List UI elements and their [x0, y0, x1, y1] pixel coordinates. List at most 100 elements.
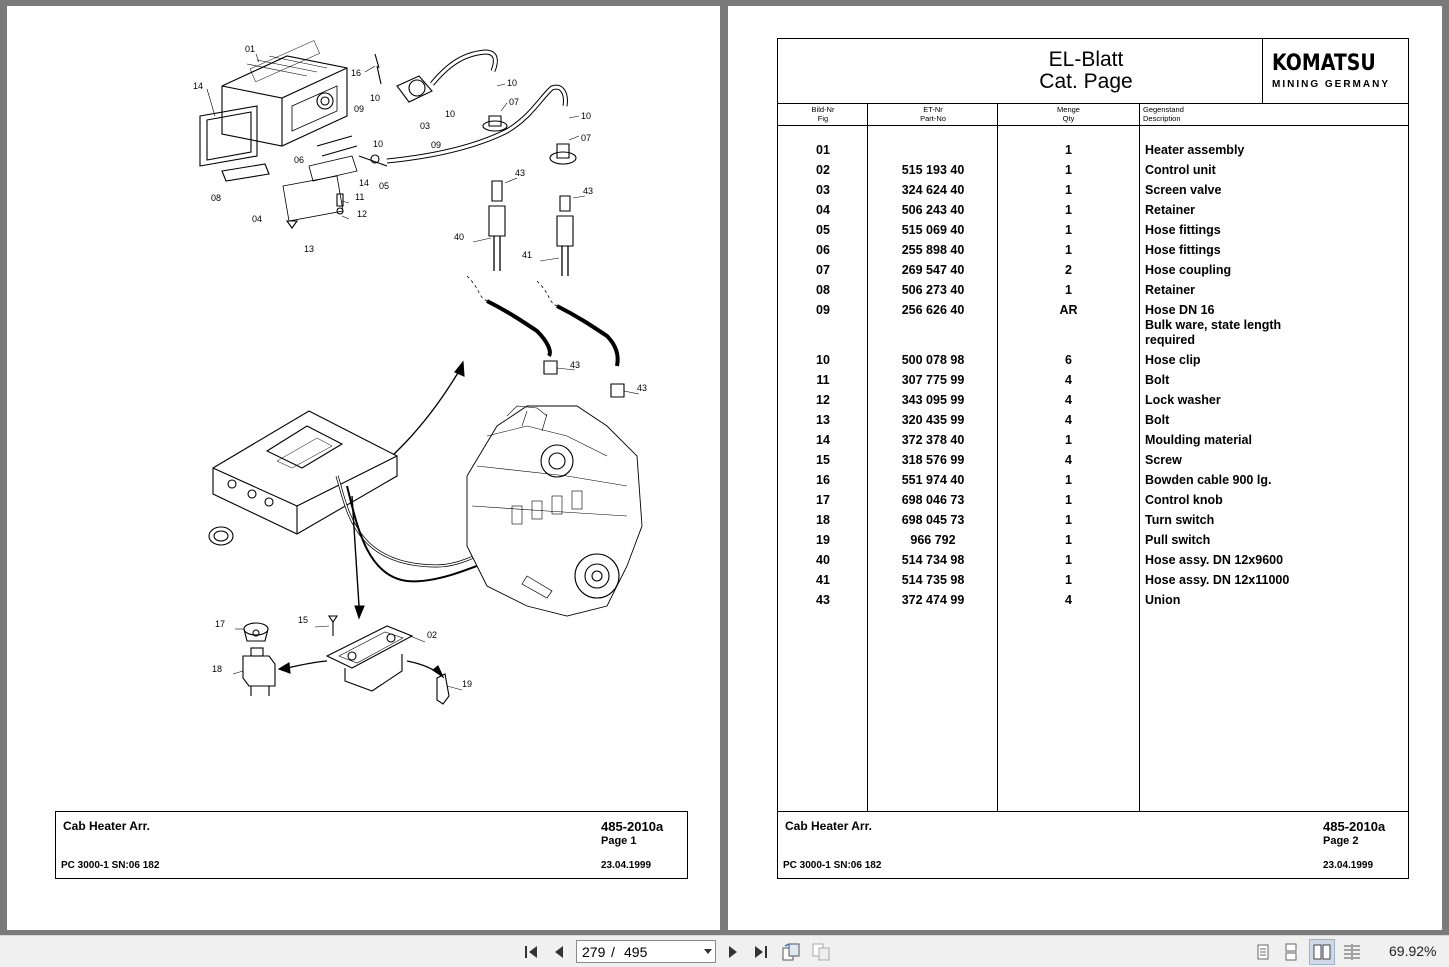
cell-description: Retainer — [1145, 203, 1335, 218]
cell-part-no: 318 576 99 — [901, 453, 965, 467]
callout: 06 — [294, 155, 304, 165]
chevron-down-icon[interactable] — [704, 949, 712, 954]
cell-fig: 40 — [816, 553, 830, 567]
callout: 41 — [522, 250, 532, 260]
cell-qty: 1 — [1065, 513, 1072, 527]
cell-qty: 1 — [1065, 223, 1072, 237]
cell-part-no: 307 775 99 — [901, 373, 965, 387]
title-block: Cab Heater Arr. 485-2010a Page 2 PC 3000… — [777, 811, 1409, 879]
callout: 08 — [211, 193, 221, 203]
cell-qty: 1 — [1065, 433, 1072, 447]
callout: 07 — [581, 133, 591, 143]
document-number: 485-2010a — [1323, 819, 1386, 834]
column-header-de: Menge — [1057, 105, 1080, 114]
description-line: Retainer — [1145, 283, 1196, 297]
cell-part-no: 698 045 73 — [901, 513, 965, 527]
page-number-input[interactable]: 279 / 495 — [576, 940, 716, 963]
cell-part-no: 320 435 99 — [901, 413, 965, 427]
description-line: Bulk ware, state length — [1145, 318, 1282, 332]
cell-qty: 1 — [1065, 243, 1072, 257]
two-page-continuous-view-icon — [1344, 944, 1360, 960]
column-header-en: Description — [1143, 114, 1181, 123]
cell-description: Retainer — [1145, 283, 1335, 298]
parts-list-sheet: EL-Blatt Cat. Page KOMATSU MINING GERMAN… — [777, 38, 1409, 812]
description-line: Lock washer — [1145, 393, 1221, 407]
last-page-icon — [755, 946, 767, 958]
cell-description: Control unit — [1145, 163, 1335, 178]
document-number: 485-2010a — [601, 819, 664, 834]
description-line: Screen valve — [1145, 183, 1222, 197]
cell-description: Moulding material — [1145, 433, 1335, 448]
sheet-page-number: Page 2 — [1323, 835, 1359, 847]
cell-fig: 02 — [816, 163, 830, 177]
cell-description: Bowden cable 900 lg. — [1145, 473, 1335, 488]
sheet-header: EL-Blatt Cat. Page KOMATSU MINING GERMAN… — [778, 39, 1408, 104]
machine-model: PC 3000-1 SN:06 182 — [61, 860, 160, 871]
cell-description: Control knob — [1145, 493, 1335, 508]
two-page-continuous-view-button[interactable] — [1341, 941, 1363, 963]
description-line: Hose assy. DN 12x9600 — [1145, 553, 1284, 567]
cell-part-no: 500 078 98 — [901, 353, 965, 367]
previous-page-icon — [555, 946, 563, 958]
extract-button[interactable] — [810, 941, 832, 963]
cell-qty: 4 — [1065, 373, 1072, 387]
description-line: Screw — [1145, 453, 1182, 467]
cell-part-no: 372 474 99 — [901, 593, 965, 607]
callout: 43 — [570, 360, 580, 370]
cell-part-no: 515 193 40 — [901, 163, 965, 177]
cell-qty: 1 — [1065, 163, 1072, 177]
cell-qty: 4 — [1065, 393, 1072, 407]
rotate-button[interactable] — [780, 941, 802, 963]
zoom-level[interactable]: 69.92% — [1389, 943, 1437, 959]
two-page-view-button[interactable] — [1311, 941, 1333, 963]
column-header-de: ET-Nr — [923, 105, 943, 114]
single-page-view-icon — [1257, 944, 1269, 960]
callout: 10 — [373, 139, 383, 149]
cell-qty: 1 — [1065, 473, 1072, 487]
cell-part-no: 551 974 40 — [901, 473, 965, 487]
viewer-toolbar: 279 / 495 69.92% — [0, 935, 1449, 967]
cell-description: Hose fittings — [1145, 223, 1335, 238]
cell-fig: 13 — [816, 413, 830, 427]
description-line: Bolt — [1145, 373, 1170, 387]
continuous-view-button[interactable] — [1280, 941, 1302, 963]
sheet-title: EL-Blatt — [1048, 48, 1124, 71]
description-line: Hose clip — [1145, 353, 1201, 367]
single-page-view-button[interactable] — [1252, 941, 1274, 963]
cell-fig: 09 — [816, 303, 830, 317]
description-line: Union — [1145, 593, 1181, 607]
continuous-view-icon — [1285, 943, 1297, 961]
cell-part-no: 324 624 40 — [901, 183, 965, 197]
callout: 11 — [355, 192, 364, 202]
right-page: EL-Blatt Cat. Page KOMATSU MINING GERMAN… — [728, 6, 1442, 930]
callout: 10 — [581, 111, 591, 121]
previous-page-button[interactable] — [548, 941, 570, 963]
document-date: 23.04.1999 — [1323, 860, 1374, 871]
first-page-button[interactable] — [520, 941, 542, 963]
komatsu-logo: KOMATSU MINING GERMANY — [1262, 39, 1409, 103]
cell-part-no: 506 243 40 — [901, 203, 965, 217]
current-page: 279 — [582, 944, 606, 960]
column-header-fig: Bild-Nr Fig — [778, 105, 868, 123]
column-header-part-no: ET-Nr Part-No — [868, 105, 998, 123]
exploded-parts-drawing: 01 14 16 10 09 03 10 10 07 10 07 06 10 0… — [193, 40, 647, 705]
callout: 18 — [212, 664, 222, 674]
column-divider — [867, 103, 868, 811]
cell-qty: 4 — [1065, 593, 1072, 607]
next-page-button[interactable] — [722, 941, 744, 963]
cell-fig: 15 — [816, 453, 830, 467]
active-view-highlight — [1309, 939, 1335, 965]
callout-labels: 01 14 16 10 09 03 10 10 07 10 07 06 10 0… — [193, 44, 647, 689]
callout: 43 — [583, 186, 593, 196]
cell-qty: 2 — [1065, 263, 1072, 277]
description-line: Hose assy. DN 12x11000 — [1145, 573, 1290, 587]
description-line: required — [1145, 333, 1196, 347]
cell-qty: 4 — [1065, 413, 1072, 427]
cell-description: Screen valve — [1145, 183, 1335, 198]
callout: 07 — [509, 97, 519, 107]
cell-fig: 12 — [816, 393, 830, 407]
cell-description: Union — [1145, 593, 1335, 608]
callout: 17 — [215, 619, 225, 629]
last-page-button[interactable] — [750, 941, 772, 963]
two-page-view-icon — [1313, 944, 1331, 960]
